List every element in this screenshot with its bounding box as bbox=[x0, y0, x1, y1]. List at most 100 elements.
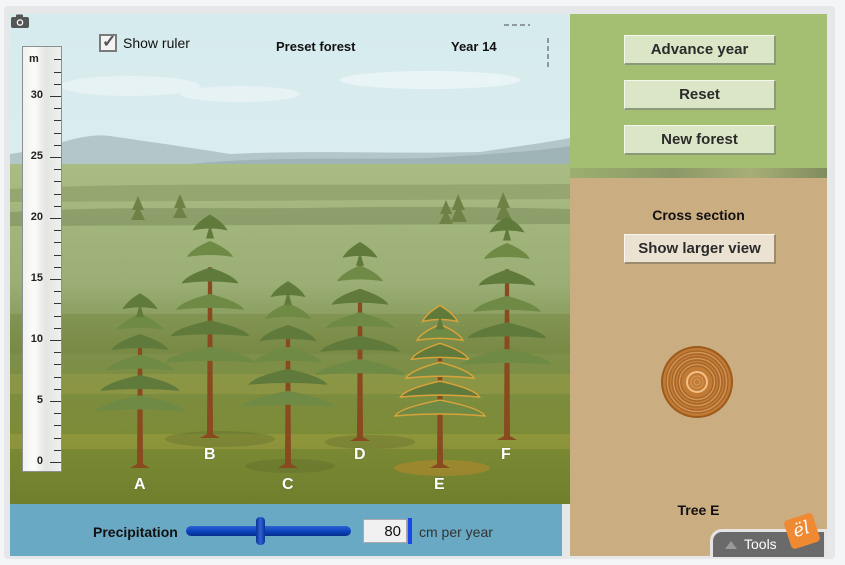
precipitation-slider-thumb[interactable] bbox=[255, 517, 265, 545]
ruler-tick bbox=[54, 352, 61, 354]
ruler-unit: m bbox=[29, 53, 39, 65]
tree-label-b[interactable]: B bbox=[204, 446, 216, 463]
ruler-tick bbox=[54, 388, 61, 390]
ruler-tick bbox=[54, 71, 61, 73]
triangle-up-icon bbox=[725, 541, 737, 549]
tree-foliage bbox=[254, 346, 322, 363]
ruler-tick bbox=[50, 340, 61, 341]
precipitation-bar: Precipitation 80 cm per year bbox=[10, 504, 562, 556]
ruler-label: 20 bbox=[30, 211, 43, 223]
panel-divider bbox=[570, 168, 827, 178]
ruler-tick bbox=[54, 315, 61, 317]
tree-foliage bbox=[181, 267, 239, 284]
forest-type-label: Preset forest bbox=[276, 39, 356, 54]
tree-foliage bbox=[265, 303, 311, 320]
tree-foliage bbox=[259, 324, 317, 341]
new-forest-button[interactable]: New forest bbox=[624, 125, 776, 155]
tree-foliage bbox=[467, 322, 547, 339]
ruler-label: 15 bbox=[30, 272, 43, 284]
ruler-tick bbox=[54, 376, 61, 378]
reset-button[interactable]: Reset bbox=[624, 80, 776, 110]
tree-foliage bbox=[187, 240, 233, 257]
ruler-tick bbox=[54, 437, 61, 439]
ruler-tick bbox=[54, 193, 61, 195]
tree-d[interactable] bbox=[315, 241, 405, 441]
precipitation-label: Precipitation bbox=[93, 524, 178, 540]
ruler-tick bbox=[54, 108, 61, 110]
tree-foliage bbox=[117, 313, 163, 330]
show-ruler-label: Show ruler bbox=[123, 35, 190, 51]
tree-foliage bbox=[243, 390, 333, 407]
tree-foliage bbox=[170, 320, 250, 337]
ruler-tick bbox=[54, 181, 61, 183]
tree-b[interactable] bbox=[165, 214, 255, 439]
tree-foliage bbox=[337, 265, 383, 282]
tree-foliage bbox=[473, 295, 541, 312]
checkbox-checked-icon[interactable] bbox=[99, 32, 117, 52]
ruler-tick bbox=[50, 96, 61, 97]
tree-label-e[interactable]: E bbox=[434, 476, 445, 493]
tree-foliage bbox=[165, 346, 255, 363]
tree-label-f[interactable]: F bbox=[501, 446, 511, 463]
ruler-tick bbox=[54, 266, 61, 268]
tree-foliage bbox=[122, 293, 158, 310]
ruler-tick bbox=[54, 205, 61, 207]
text-cursor bbox=[408, 518, 412, 544]
tree-label-a[interactable]: A bbox=[134, 476, 146, 493]
selected-tree-label: Tree E bbox=[677, 502, 720, 518]
tree-foliage bbox=[192, 214, 228, 231]
tree-foliage bbox=[393, 399, 487, 417]
ruler-label: 10 bbox=[30, 333, 43, 345]
ruler-tick bbox=[54, 327, 61, 329]
tree-label-d[interactable]: D bbox=[354, 446, 366, 463]
tree-foliage bbox=[100, 374, 180, 391]
ruler-tick bbox=[54, 230, 61, 232]
ruler-tick bbox=[54, 242, 61, 244]
show-ruler-checkbox[interactable]: Show ruler bbox=[99, 32, 190, 52]
trees-layer bbox=[95, 214, 552, 469]
ruler-tick bbox=[54, 169, 61, 171]
precipitation-value-input[interactable]: 80 bbox=[363, 519, 407, 543]
tree-foliage bbox=[415, 323, 465, 342]
tree-foliage bbox=[399, 380, 481, 399]
ruler-tick bbox=[54, 364, 61, 366]
ruler-tick bbox=[54, 291, 61, 293]
ruler-tick bbox=[50, 218, 61, 219]
year-label: Year 14 bbox=[451, 39, 497, 54]
advance-year-button[interactable]: Advance year bbox=[624, 35, 776, 65]
controls-panel: Advance year Reset New forest bbox=[570, 14, 827, 168]
ruler-tick bbox=[50, 279, 61, 280]
ruler-label: 5 bbox=[36, 394, 43, 406]
cross-section-title: Cross section bbox=[652, 207, 745, 223]
tools-label: Tools bbox=[744, 536, 777, 552]
ruler-label: 0 bbox=[36, 455, 43, 467]
ruler-tick bbox=[54, 254, 61, 256]
tree-foliage bbox=[95, 395, 185, 412]
tree-f[interactable] bbox=[462, 216, 552, 441]
tree-top bbox=[503, 226, 511, 241]
ruler-tick bbox=[50, 157, 61, 158]
tree-c[interactable] bbox=[243, 281, 333, 468]
ruler-tick bbox=[54, 413, 61, 415]
tree-foliage bbox=[342, 241, 378, 258]
tree-e[interactable] bbox=[393, 304, 487, 469]
tree-a[interactable] bbox=[95, 293, 185, 468]
ruler-tick bbox=[54, 425, 61, 427]
ruler-tick bbox=[54, 132, 61, 134]
tree-foliage bbox=[248, 368, 328, 385]
tree-label-c[interactable]: C bbox=[282, 476, 294, 493]
tree-ring-cross-section[interactable] bbox=[659, 344, 735, 420]
camera-icon[interactable] bbox=[10, 14, 30, 28]
precipitation-slider[interactable] bbox=[186, 517, 351, 545]
ruler-tick bbox=[50, 462, 61, 463]
ruler-tick bbox=[54, 449, 61, 451]
show-larger-view-button[interactable]: Show larger view bbox=[624, 234, 776, 264]
tree-top bbox=[206, 224, 214, 239]
tree-foliage bbox=[106, 354, 174, 371]
tree-foliage bbox=[315, 359, 405, 376]
tree-top bbox=[284, 291, 292, 306]
ruler-tick bbox=[54, 303, 61, 305]
ruler-tick bbox=[54, 120, 61, 122]
